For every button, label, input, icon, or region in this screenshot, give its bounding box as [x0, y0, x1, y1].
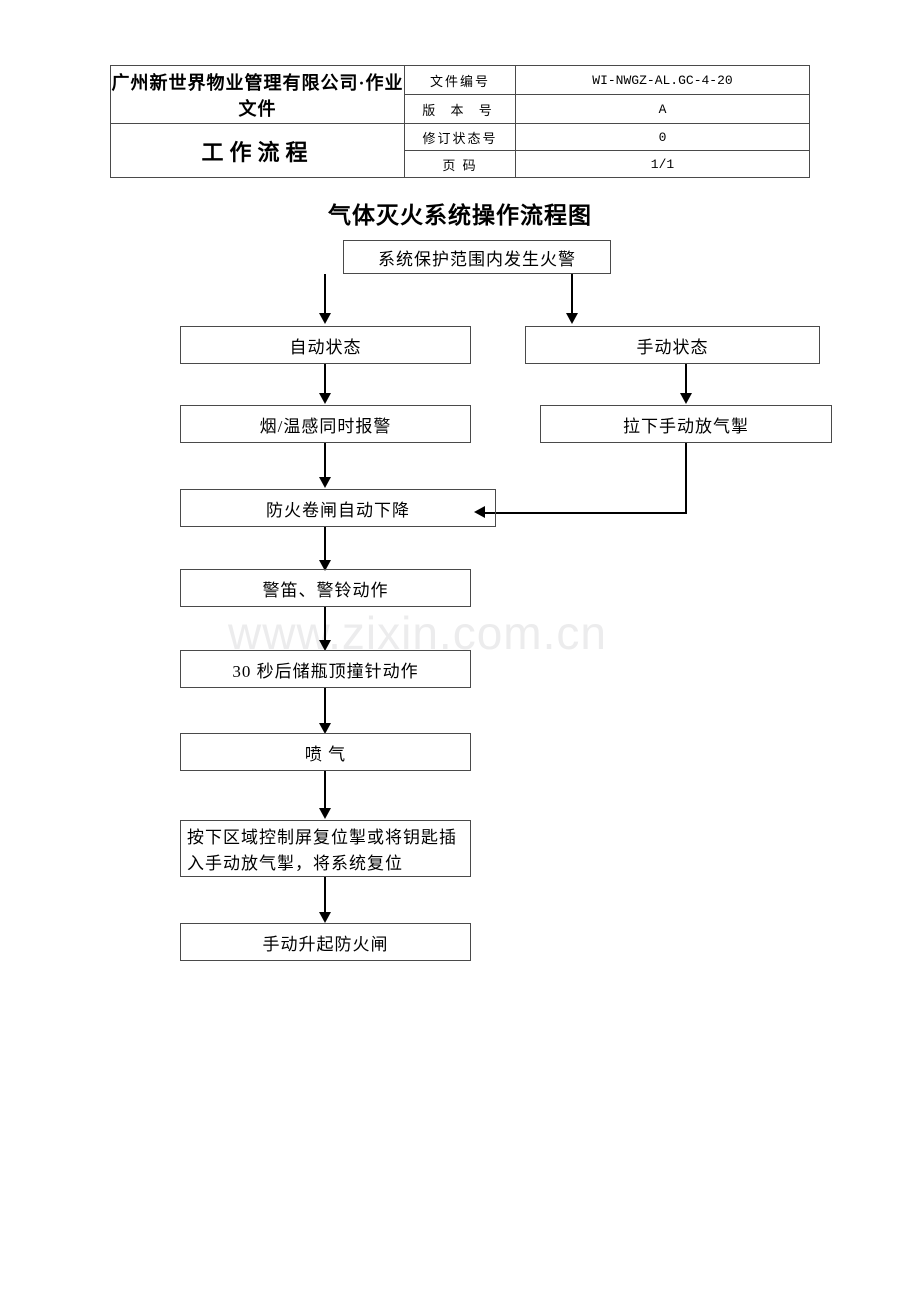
arrowhead-pull	[680, 393, 692, 404]
arrowhead-gas	[319, 723, 331, 734]
flow-node-pin-strike: 30 秒后储瓶顶撞针动作	[180, 650, 471, 688]
flow-node-label-line1: 按下区域控制屏复位掣或将钥匙插	[187, 828, 457, 847]
flow-node-label: 30 秒后储瓶顶撞针动作	[232, 661, 419, 681]
flow-node-label: 警笛、警铃动作	[262, 580, 389, 600]
table-row: 页 码 1/1	[111, 150, 810, 178]
arrowhead-siren	[319, 560, 331, 571]
connector-auto-to-smoke	[324, 364, 326, 397]
arrowhead-smoke	[319, 393, 331, 404]
arrowhead-shutter-merge	[474, 506, 485, 518]
arrowhead-shutter	[319, 477, 331, 488]
arrowhead-pin	[319, 640, 331, 651]
connector-manual-to-pull	[685, 364, 687, 397]
field-value-page-number: 1/1	[515, 150, 810, 178]
flow-node-label: 防火卷闸自动下降	[266, 500, 410, 520]
flow-node-reset: 按下区域控制屏复位掣或将钥匙插 入手动放气掣，将系统复位	[180, 820, 471, 877]
arrowhead-reset	[319, 808, 331, 819]
flow-node-label: 拉下手动放气掣	[623, 416, 749, 436]
connector-smoke-to-shutter	[324, 443, 326, 481]
document-header-table: 广州新世界物业管理有限公司·作业文件 文件编号 WI-NWGZ-AL.GC-4-…	[110, 65, 810, 178]
arrowhead-auto	[319, 313, 331, 324]
connector-gas-to-reset	[324, 771, 326, 813]
flow-node-raise-shutter: 手动升起防火闸	[180, 923, 471, 961]
flow-node-siren-bell: 警笛、警铃动作	[180, 569, 471, 607]
flow-node-label: 自动状态	[289, 337, 362, 357]
flow-node-label-line2: 入手动放气掣，将系统复位	[187, 854, 403, 873]
connector-alarm-to-manual	[571, 274, 573, 318]
connector-pin-to-gas	[324, 688, 326, 728]
flow-node-label: 手动升起防火闸	[262, 934, 389, 954]
flow-node-smoke-heat: 烟/温感同时报警	[180, 405, 471, 443]
company-name-cell: 广州新世界物业管理有限公司·作业文件	[110, 65, 405, 124]
flow-node-label: 手动状态	[636, 337, 709, 357]
table-row: 工作流程 修订状态号 0	[110, 123, 810, 178]
table-row: 广州新世界物业管理有限公司·作业文件 文件编号 WI-NWGZ-AL.GC-4-…	[110, 65, 810, 124]
table-row: 版 本 号 A	[111, 94, 810, 124]
field-key-page-number: 页 码	[404, 150, 516, 178]
page-title: 气体灭火系统操作流程图	[328, 202, 592, 228]
connector-shutter-to-siren	[324, 527, 326, 565]
arrowhead-raise	[319, 912, 331, 923]
flow-node-manual-state: 手动状态	[525, 326, 820, 364]
flow-node-gas-release: 喷 气	[180, 733, 471, 771]
arrowhead-manual	[566, 313, 578, 324]
field-key-version: 版 本 号	[404, 94, 516, 124]
connector-pull-left	[485, 512, 687, 514]
flow-node-auto-state: 自动状态	[180, 326, 471, 364]
flow-node-label: 喷 气	[304, 744, 347, 764]
connector-alarm-to-auto	[324, 274, 326, 318]
connector-reset-to-raise	[324, 877, 326, 917]
flow-node-shutter-down: 防火卷闸自动下降	[180, 489, 496, 527]
field-value-doc-number: WI-NWGZ-AL.GC-4-20	[515, 65, 810, 95]
document-type-cell: 工作流程	[110, 123, 405, 178]
connector-pull-down	[685, 443, 687, 513]
connector-siren-to-pin	[324, 607, 326, 645]
field-key-doc-number: 文件编号	[404, 65, 516, 95]
flow-node-alarm: 系统保护范围内发生火警	[343, 240, 611, 274]
flow-node-label: 系统保护范围内发生火警	[378, 249, 576, 269]
flow-node-label: 烟/温感同时报警	[259, 416, 392, 436]
field-key-revision-status: 修订状态号	[404, 123, 516, 151]
flow-node-pull-release: 拉下手动放气掣	[540, 405, 832, 443]
